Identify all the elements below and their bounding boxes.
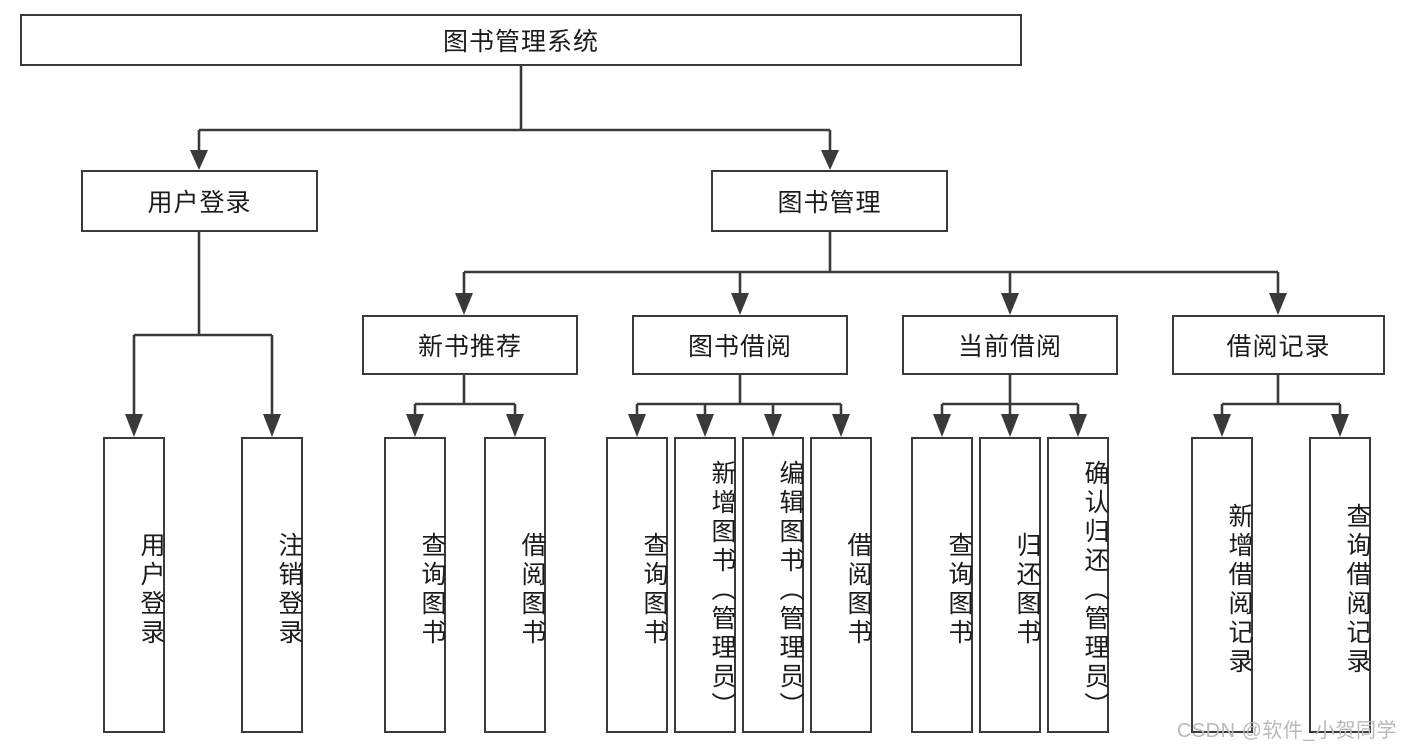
- leaf-borrow-add-book-admin[interactable]: 新增图书（管理员）: [674, 437, 736, 733]
- leaf-user-login[interactable]: 用户登录: [103, 437, 165, 733]
- leaf-borrow-query-book[interactable]: 查询图书: [606, 437, 668, 733]
- leaf-label: 查询借阅记录: [1343, 503, 1371, 677]
- leaf-current-confirm-return-admin[interactable]: 确认归还（管理员）: [1047, 437, 1109, 733]
- arrow-borrowbook-child-3: [764, 414, 782, 437]
- leaf-borrow-edit-book-admin[interactable]: 编辑图书（管理员）: [742, 437, 804, 733]
- arrow-to-current-borrow: [1001, 293, 1019, 315]
- leaf-label: 归还图书: [1013, 532, 1041, 648]
- node-borrow-record[interactable]: 借阅记录: [1172, 315, 1385, 375]
- arrow-to-leaf-logout: [263, 414, 281, 437]
- arrow-borrowbook-child-1: [628, 414, 646, 437]
- leaf-newbook-query-book[interactable]: 查询图书: [384, 437, 446, 733]
- leaf-label: 查询图书: [418, 532, 446, 648]
- leaf-label: 借阅图书: [844, 532, 872, 648]
- arrow-to-borrow-record: [1269, 293, 1287, 315]
- arrow-to-book-mgmt: [821, 150, 839, 170]
- arrow-newbook-child-2: [506, 414, 524, 437]
- arrow-borrowbook-child-2: [696, 414, 714, 437]
- arrow-currentborrow-child-1: [933, 414, 951, 437]
- leaf-label: 新增图书（管理员）: [708, 459, 736, 721]
- leaf-label: 新增借阅记录: [1225, 503, 1253, 677]
- node-current-borrow[interactable]: 当前借阅: [902, 315, 1118, 375]
- node-book-management[interactable]: 图书管理: [711, 170, 948, 232]
- node-user-login[interactable]: 用户登录: [81, 170, 318, 232]
- arrow-to-user-login: [190, 150, 208, 170]
- leaf-label: 查询图书: [945, 532, 973, 648]
- leaf-borrow-borrow-book[interactable]: 借阅图书: [810, 437, 872, 733]
- node-new-book-recommend[interactable]: 新书推荐: [362, 315, 578, 375]
- node-book-borrow[interactable]: 图书借阅: [632, 315, 848, 375]
- leaf-label: 注销登录: [275, 532, 303, 648]
- leaf-current-query-book[interactable]: 查询图书: [911, 437, 973, 733]
- leaf-label: 查询图书: [640, 532, 668, 648]
- arrow-currentborrow-child-2: [1001, 414, 1019, 437]
- arrow-to-leaf-user-login: [125, 414, 143, 437]
- arrow-to-new-book: [455, 293, 473, 315]
- arrow-newbook-child-1: [406, 414, 424, 437]
- node-root-system[interactable]: 图书管理系统: [20, 14, 1022, 66]
- leaf-logout[interactable]: 注销登录: [241, 437, 303, 733]
- leaf-label: 用户登录: [137, 532, 165, 648]
- leaf-label: 编辑图书（管理员）: [776, 459, 804, 721]
- leaf-label: 借阅图书: [518, 532, 546, 648]
- arrow-currentborrow-child-3: [1069, 414, 1087, 437]
- leaf-current-return-book[interactable]: 归还图书: [979, 437, 1041, 733]
- arrow-borrowrecord-child-2: [1331, 414, 1349, 437]
- leaf-label: 确认归还（管理员）: [1081, 459, 1109, 721]
- leaf-newbook-borrow-book[interactable]: 借阅图书: [484, 437, 546, 733]
- arrow-borrowbook-child-4: [832, 414, 850, 437]
- leaf-record-add-borrow-record[interactable]: 新增借阅记录: [1191, 437, 1253, 733]
- leaf-record-query-borrow-record[interactable]: 查询借阅记录: [1309, 437, 1371, 733]
- arrow-borrowrecord-child-1: [1213, 414, 1231, 437]
- arrow-to-borrow-book: [731, 293, 749, 315]
